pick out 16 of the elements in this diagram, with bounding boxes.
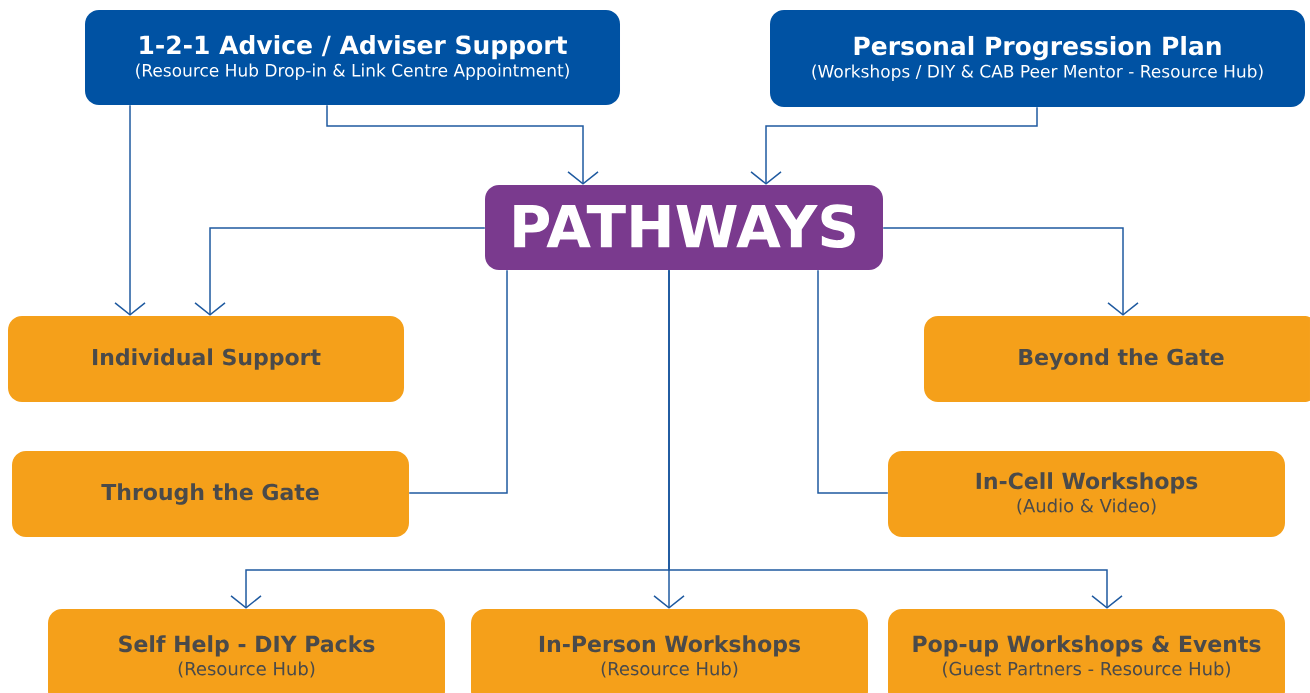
arrow <box>194 227 486 316</box>
arrow <box>750 106 1038 185</box>
arrow <box>882 227 1139 316</box>
arrow <box>114 104 146 316</box>
arrow <box>668 269 1123 609</box>
pathway-box: In-Cell Workshops (Audio & Video) <box>888 451 1285 537</box>
pathway-box: Through the Gate <box>12 451 409 537</box>
pathway-box: In-Person Workshops (Resource Hub) <box>471 609 868 693</box>
info-box: 1-2-1 Advice / Adviser Support (Resource Hub Drop-in & Link Centre Appointment) <box>85 10 620 105</box>
pathway-box: Pop-up Workshops & Events (Guest Partners - Resource Hub) <box>888 609 1285 693</box>
arrow <box>326 104 599 185</box>
info-box: Personal Progression Plan (Workshops / DIY & CAB Peer Mentor - Resource Hub) <box>770 10 1305 107</box>
pathways-box: PATHWAYS <box>485 185 883 270</box>
pathway-box: Individual Support <box>8 316 404 402</box>
pathway-box: Beyond the Gate <box>924 316 1310 402</box>
pathway-box: Self Help - DIY Packs (Resource Hub) <box>48 609 445 693</box>
